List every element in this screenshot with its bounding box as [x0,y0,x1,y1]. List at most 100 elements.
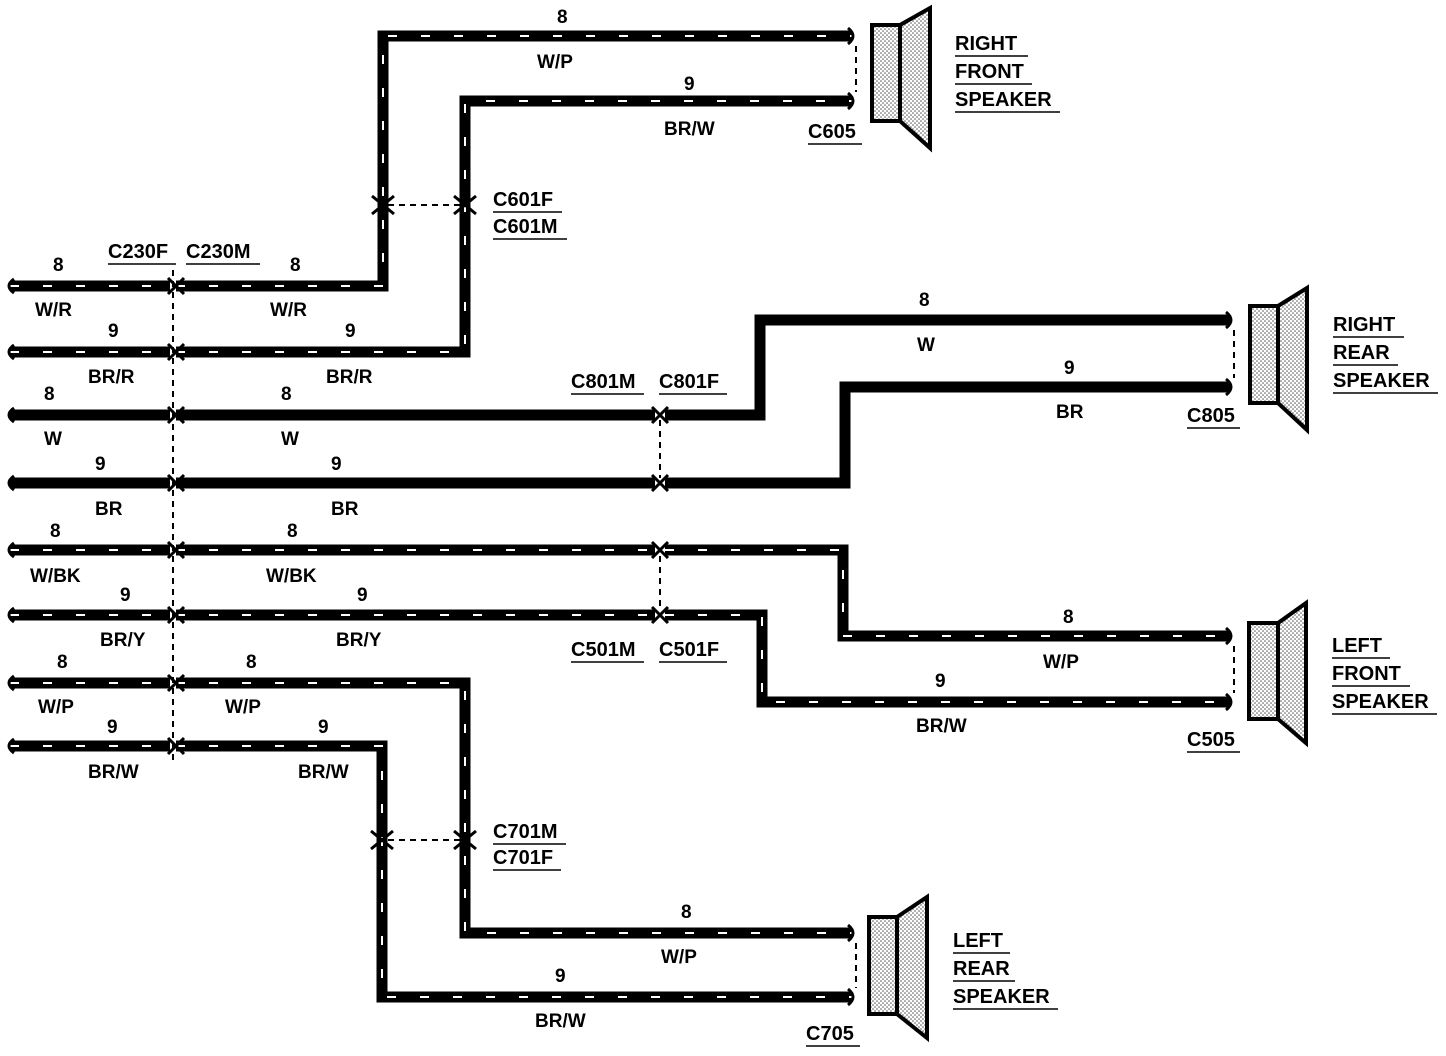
c601-connector [371,194,477,216]
wire-wp-left-rear [10,677,852,939]
wire-circuit-label: 9 [555,966,566,987]
wire-color-label: W/P [38,697,74,718]
speaker-label-line: REAR [953,958,1010,980]
speaker-label-line: SPEAKER [1332,691,1429,713]
wire-color-label: W [281,429,299,450]
connector-label-c701f: C701F [493,847,553,869]
wire-circuit-label: 9 [120,585,131,606]
wire-circuit-label: 9 [345,321,356,342]
wire-circuit-label: 9 [935,671,946,692]
speaker-label-line: RIGHT [955,33,1017,55]
wire-circuit-label: 8 [57,652,68,673]
wire-color-label: BR [331,499,359,520]
wire-circuit-label: 9 [107,717,118,738]
wire-color-label: W [917,335,935,356]
connector-label-c230m: C230M [186,241,250,263]
wire-circuit-label: 9 [318,717,329,738]
wire-color-label: BR/W [298,762,349,783]
wire-circuit-label: 9 [357,585,368,606]
wire-ends [7,277,15,755]
wire-color-label: W/R [35,300,72,321]
wire-color-label: BR/Y [100,630,146,651]
wire-color-label: W/P [661,947,697,968]
wire-wbk-left-front [10,544,1230,642]
wire-circuit-label: 9 [108,321,119,342]
wire-color-label: W/BK [30,566,81,587]
left-front-speaker [1247,599,1308,748]
wire-circuit-label: 8 [290,255,301,276]
connector-label-c605: C605 [808,121,856,143]
speaker-label-line: REAR [1333,342,1390,364]
wire-circuit-label: 9 [331,454,342,475]
wire-circuit-label: 8 [287,521,298,542]
connector-label-c501f: C501F [659,639,719,661]
speaker-label-line: SPEAKER [955,89,1052,111]
speaker-label-line: RIGHT [1333,314,1395,336]
wire-color-label: W/BK [266,566,317,587]
connector-label-c701m: C701M [493,821,557,843]
speaker-label-line: SPEAKER [1333,370,1430,392]
connector-labels: C605 C805 C505 C705 C230F C230M C601F C6… [108,121,1240,1047]
left-rear-speaker [867,893,929,1043]
speaker-label-line: FRONT [955,61,1024,83]
wire-color-label: W [44,429,62,450]
wire-color-label: BR [1056,402,1084,423]
wire-w-right-rear [10,314,1230,421]
left-rear-speaker-label: LEFT REAR SPEAKER [953,930,1058,1010]
connector-label-c705: C705 [806,1023,854,1045]
right-rear-speaker [1248,284,1309,435]
left-wire-labels: 8 W/R 9 BR/R 8 W 9 BR 8 W/BK 9 BR/Y 8 W/… [30,255,146,783]
speaker-label-line: LEFT [1332,635,1382,657]
connector-label-c230f: C230F [108,241,168,263]
wire-group-right-rear [10,314,1230,489]
wire-brr-right-front [10,95,852,358]
c801-c501-connector [650,405,670,625]
wire-color-label: BR/W [88,762,139,783]
wire-brw-left-rear [10,740,852,1003]
wire-circuit-label: 8 [557,7,568,28]
wire-circuit-label: 9 [684,74,695,95]
speaker-side-wire-labels: 8 W/P 9 BR/W 8 W 9 BR 8 W/P 9 BR/W 8 W/P… [535,7,1084,1032]
wire-circuit-label: 8 [1063,607,1074,628]
connector-label-c601f: C601F [493,189,553,211]
speaker-label-line: SPEAKER [953,986,1050,1008]
connector-label-c501m: C501M [571,639,635,661]
wire-circuit-label: 9 [95,454,106,475]
wire-circuit-label: 8 [44,384,55,405]
connector-label-c505: C505 [1187,729,1235,751]
speaker-label-line: LEFT [953,930,1003,952]
right-front-speaker-label: RIGHT FRONT SPEAKER [955,33,1060,113]
wire-circuit-label: 8 [281,384,292,405]
connector-label-c801m: C801M [571,371,635,393]
wire-circuit-label: 8 [50,521,61,542]
mid-wire-labels: 8 W/R 9 BR/R 8 W 9 BR 8 W/BK 9 BR/Y 8 W/… [225,255,382,783]
wire-color-label: BR/W [916,716,967,737]
c230-connector [166,270,186,760]
wire-circuit-label: 8 [681,902,692,923]
wire-color-label: BR/W [535,1011,586,1032]
right-front-speaker [870,4,932,153]
connector-label-c805: C805 [1187,405,1235,427]
speaker-label-line: FRONT [1332,663,1401,685]
connector-label-c801f: C801F [659,371,719,393]
wire-circuit-label: 9 [1064,358,1075,379]
wire-color-label: W/P [1043,652,1079,673]
speaker-connectors [847,26,1235,1007]
wire-color-label: BR/W [664,119,715,140]
wire-circuit-label: 8 [53,255,64,276]
wire-circuit-label: 8 [246,652,257,673]
wire-color-label: BR/R [326,367,373,388]
connector-label-c601m: C601M [493,216,557,238]
wire-color-label: BR [95,499,123,520]
wire-group-striped [10,30,1230,1003]
left-front-speaker-label: LEFT FRONT SPEAKER [1332,635,1437,715]
wire-color-label: W/R [270,300,307,321]
wire-color-label: W/P [225,697,261,718]
wire-color-label: BR/Y [336,630,382,651]
right-rear-speaker-label: RIGHT REAR SPEAKER [1333,314,1438,394]
wire-br-right-rear [10,381,1230,489]
wire-color-label: W/P [537,52,573,73]
wire-color-label: BR/R [88,367,135,388]
c701-connector [370,829,477,851]
